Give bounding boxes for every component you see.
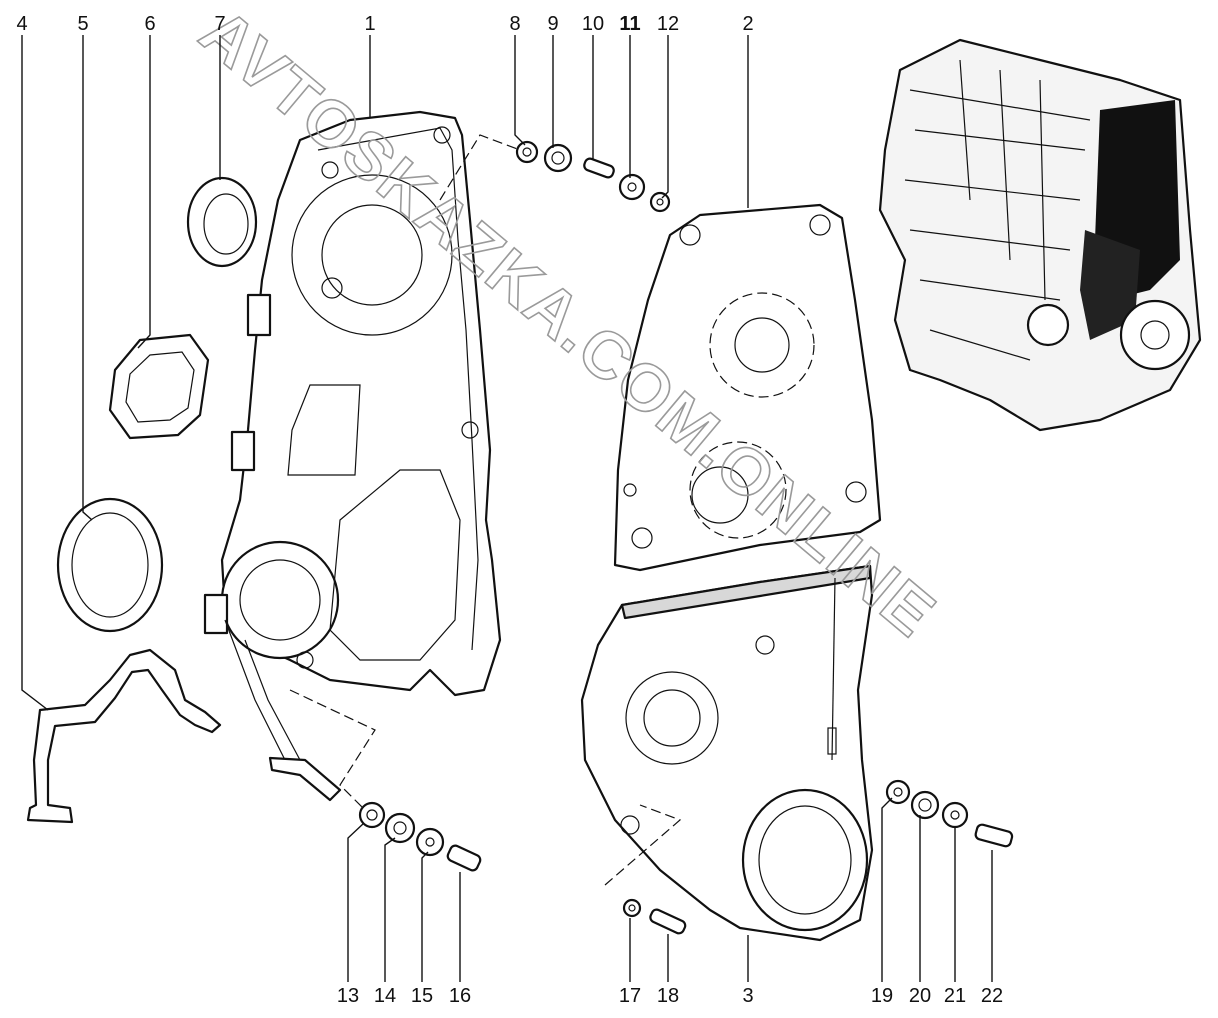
label-15: 15 (411, 985, 433, 1007)
label-5: 5 (77, 13, 88, 35)
part-7-oil-seal (186, 176, 258, 268)
fastener-group-top (439, 134, 671, 213)
label-21: 21 (944, 985, 966, 1007)
label-6: 6 (144, 13, 155, 35)
engine-reference-image (878, 38, 1202, 432)
part-1-rear-timing-cover (203, 110, 502, 802)
callout-labels: 4 5 6 7 1 8 9 10 11 12 2 13 14 15 16 17 … (16, 13, 1003, 1007)
label-3: 3 (742, 985, 753, 1007)
label-22: 22 (981, 985, 1003, 1007)
label-2: 2 (742, 13, 753, 35)
label-1: 1 (364, 13, 375, 35)
label-20: 20 (909, 985, 931, 1007)
label-12: 12 (657, 13, 679, 35)
fastener-group-bottom (604, 804, 687, 935)
label-4: 4 (16, 13, 27, 35)
leader-lines (21, 35, 993, 982)
part-5-round-gasket (56, 497, 164, 633)
fastener-group-right (885, 779, 1014, 848)
label-8: 8 (509, 13, 520, 35)
fastener-group-left (289, 689, 482, 872)
label-18: 18 (657, 985, 679, 1007)
part-6-square-gasket (108, 333, 210, 440)
label-19: 19 (871, 985, 893, 1007)
label-16: 16 (449, 985, 471, 1007)
label-9: 9 (547, 13, 558, 35)
label-13: 13 (337, 985, 359, 1007)
part-2-upper-front-cover (613, 203, 882, 572)
label-17: 17 (619, 985, 641, 1007)
part-3-lower-front-cover (580, 564, 874, 942)
part-4-seal-strip (26, 648, 222, 824)
label-11: 11 (619, 13, 640, 35)
label-7: 7 (214, 13, 225, 35)
label-14: 14 (374, 985, 396, 1007)
label-10: 10 (582, 13, 604, 35)
